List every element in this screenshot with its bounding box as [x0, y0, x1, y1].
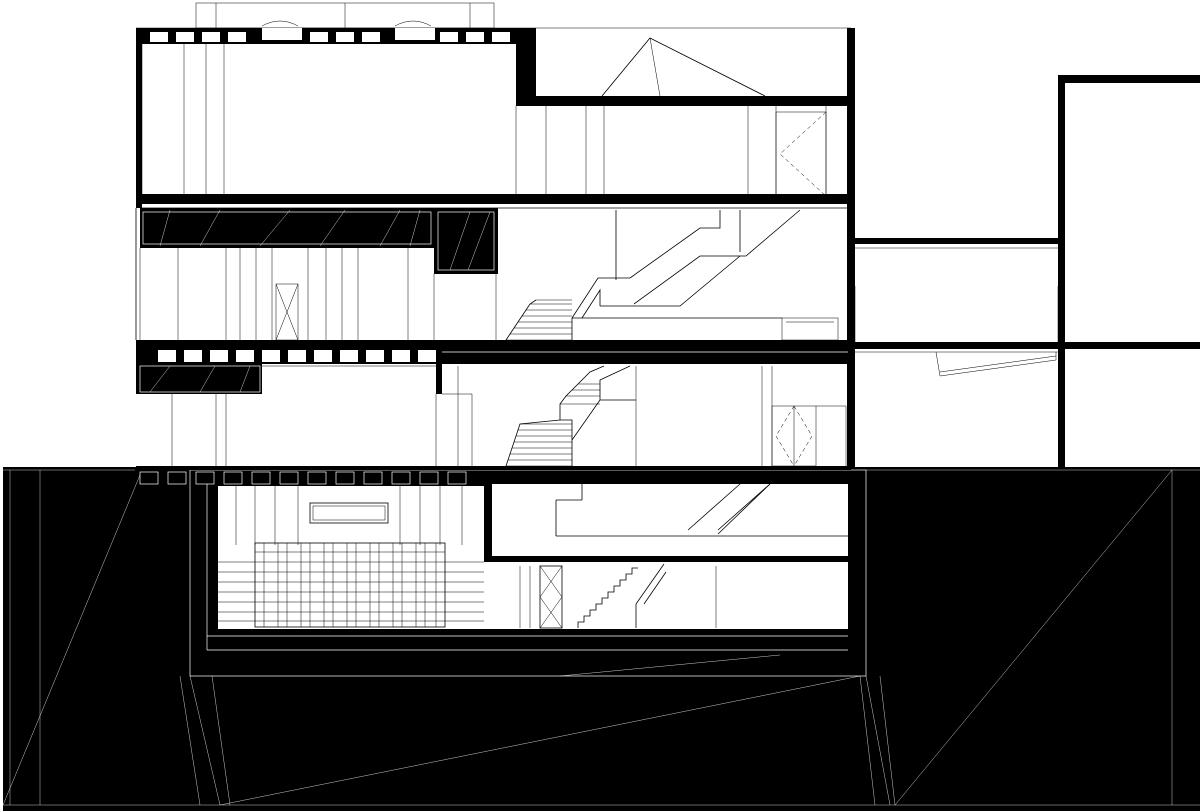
roof-beams [150, 32, 510, 42]
ground-hatching [2, 469, 1200, 806]
auditorium-seating [218, 542, 484, 628]
middle-stair [505, 209, 801, 341]
upper-floor [136, 28, 851, 209]
middle-slab-beams [158, 350, 436, 362]
ground-floor [136, 346, 851, 470]
middle-floor [135, 208, 851, 364]
basement-ceiling-beams [139, 471, 467, 485]
ground-stair [505, 365, 636, 467]
roof-level [136, 2, 855, 468]
annex-structure [854, 75, 1200, 468]
middle-beam-hatch [142, 209, 432, 247]
basement-stair [577, 563, 667, 628]
basement-level [139, 469, 867, 677]
